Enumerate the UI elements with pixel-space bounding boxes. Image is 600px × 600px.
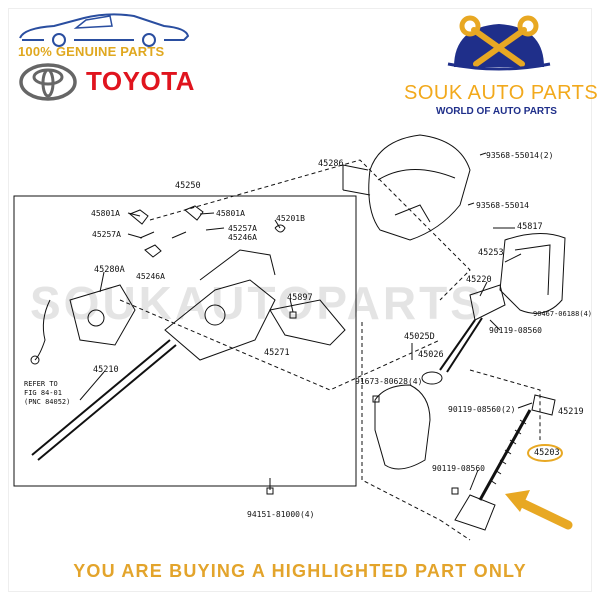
label-45246a-left: 45246A [136, 272, 165, 281]
image-frame [8, 8, 592, 592]
label-45801a-right: 45801A [216, 209, 245, 218]
label-45897: 45897 [287, 293, 313, 303]
toyota-logo-icon [19, 63, 77, 101]
shop-tagline: WORLD OF AUTO PARTS [436, 106, 557, 117]
label-45286: 45286 [318, 159, 344, 169]
label-45817: 45817 [517, 222, 543, 232]
label-90119-c: 90119-08560 [432, 464, 485, 473]
highlight-ring [527, 444, 563, 462]
label-45026: 45026 [418, 350, 444, 360]
label-90467: 90467-06188(4) [533, 310, 593, 318]
group-box [13, 195, 357, 487]
label-45210: 45210 [93, 365, 119, 375]
highlight-arrow-icon [505, 490, 573, 530]
label-90119-b: 90119-08560(2) [448, 405, 516, 414]
label-45203-highlighted: 45203 [534, 448, 560, 458]
souk-logo-icon [447, 15, 551, 71]
watermark-text: SOUKAUTOPARTS [30, 277, 484, 329]
label-45246a-right: 45246A [228, 233, 257, 242]
label-45253: 45253 [478, 248, 504, 258]
label-93568-2: 93568-55014(2) [486, 151, 554, 160]
label-93568: 93568-55014 [476, 201, 529, 210]
label-45220: 45220 [466, 275, 492, 285]
label-45801a-left: 45801A [91, 209, 120, 218]
label-45257a-left: 45257A [92, 230, 121, 239]
label-45280a: 45280A [94, 265, 125, 275]
label-45201b: 45201B [276, 214, 305, 223]
toyota-wordmark: TOYOTA [86, 66, 195, 96]
label-91673: 91673-80628(4) [355, 377, 423, 386]
label-94151: 94151-81000(4) [247, 510, 315, 519]
label-45250: 45250 [175, 181, 201, 191]
label-45257a-right: 45257A [228, 224, 257, 233]
shop-name: SOUK AUTO PARTS [404, 82, 599, 104]
label-45025d: 45025D [404, 332, 435, 342]
highlight-notice: YOU ARE BUYING A HIGHLIGHTED PART ONLY [73, 561, 527, 581]
refer-note-line1: REFER TO [24, 380, 58, 388]
label-90119-a: 90119-08560 [489, 326, 542, 335]
refer-note-line2: FIG 84-01 [24, 389, 62, 397]
label-45219: 45219 [558, 407, 584, 417]
label-45271: 45271 [264, 348, 290, 358]
genuine-parts-text: 100% GENUINE PARTS [18, 44, 165, 59]
refer-note-line3: (PNC 84052) [24, 398, 71, 406]
car-silhouette-icon [19, 13, 190, 47]
